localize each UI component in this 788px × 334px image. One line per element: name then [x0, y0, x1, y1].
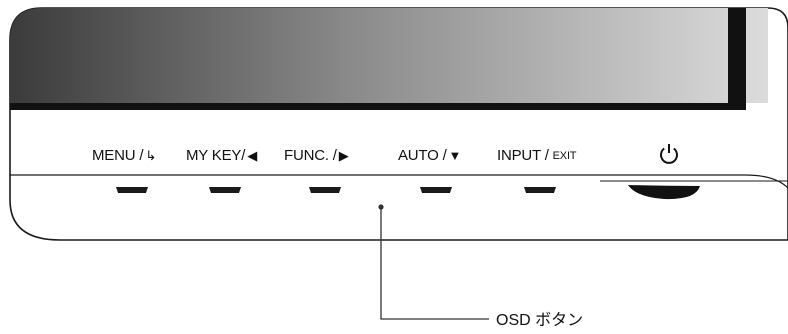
func-button[interactable]: [295, 181, 355, 193]
osd-buttons-callout: OSD ボタン: [496, 312, 584, 329]
auto-button[interactable]: [406, 181, 466, 193]
down-arrow-icon: ▼: [448, 148, 462, 163]
menu-button-shape: [116, 187, 148, 193]
exit-text: EXIT: [552, 150, 577, 162]
menu-button-label: MENU / ↳: [92, 147, 156, 165]
input-text: INPUT /: [497, 147, 549, 164]
left-arrow-icon: ◀: [247, 148, 257, 163]
power-button[interactable]: [634, 181, 694, 193]
bezel-separator: [10, 174, 788, 189]
func-button-label: FUNC. / ▶: [284, 147, 349, 165]
right-arrow-icon: ▶: [338, 148, 349, 163]
screen-panel: [10, 8, 768, 103]
menu-button[interactable]: [102, 181, 162, 193]
input-button[interactable]: [510, 181, 570, 193]
mykey-text: MY KEY/: [186, 147, 246, 164]
mykey-button[interactable]: [195, 181, 255, 193]
callout-leader-line: [380, 207, 489, 320]
auto-button-label: AUTO / ▼: [398, 147, 461, 165]
func-button-shape: [309, 187, 341, 193]
screen-bottom-border: [10, 103, 746, 110]
mykey-button-label: MY KEY/ ◀: [186, 147, 257, 165]
func-text: FUNC. /: [284, 147, 337, 164]
return-icon: ↳: [145, 148, 157, 163]
auto-button-shape: [420, 187, 452, 193]
mykey-button-shape: [209, 187, 241, 193]
power-icon: [657, 142, 681, 166]
input-button-shape: [524, 187, 556, 193]
menu-text: MENU /: [92, 147, 144, 164]
power-button-shape: [628, 185, 700, 200]
input-button-label: INPUT / EXIT: [497, 147, 577, 165]
auto-text: AUTO /: [398, 147, 447, 164]
